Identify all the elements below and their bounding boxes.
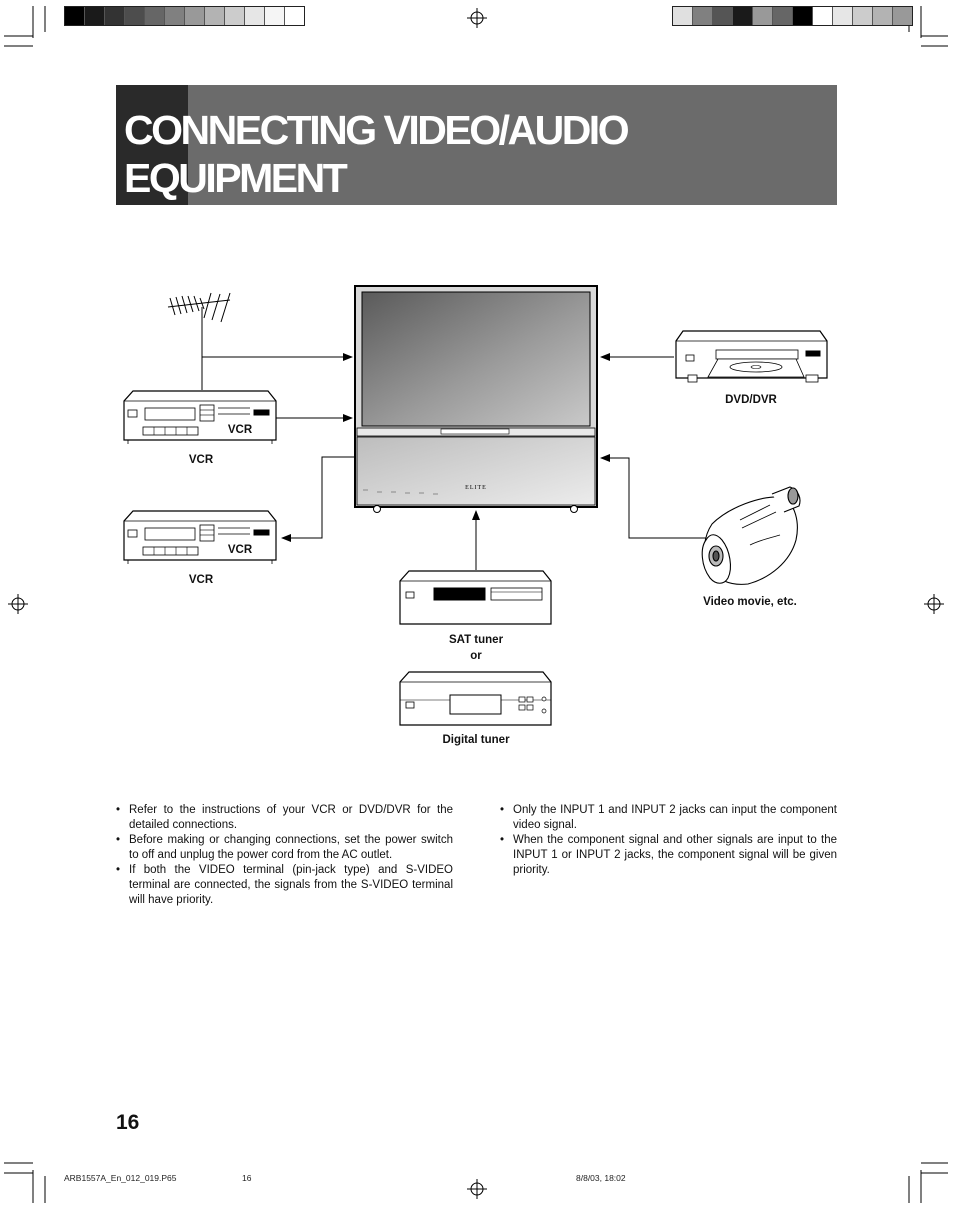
projection-tv <box>354 285 598 513</box>
camcorder-icon <box>701 486 801 585</box>
vcr-top <box>123 390 277 444</box>
note-item: Refer to the instructions of your VCR or… <box>116 803 453 833</box>
vcr-bottom <box>123 510 277 564</box>
calibration-swatch <box>893 7 912 25</box>
footer-filename: ARB1557A_En_012_019.P65 <box>64 1173 177 1183</box>
calibration-bar-right <box>672 6 913 26</box>
footer-date: 8/8/03, 18:02 <box>576 1173 626 1183</box>
calibration-swatch <box>165 7 185 25</box>
footer-page: 16 <box>242 1173 252 1183</box>
calibration-bar-left <box>64 6 305 26</box>
calibration-swatch <box>205 7 225 25</box>
page-title: CONNECTING VIDEO/AUDIO EQUIPMENT <box>124 107 630 201</box>
calibration-swatch <box>773 7 793 25</box>
notes-right: Only the INPUT 1 and INPUT 2 jacks can i… <box>500 803 837 878</box>
calibration-swatch <box>285 7 304 25</box>
tv-brand-logo: ELITE <box>465 485 487 491</box>
calibration-swatch <box>125 7 145 25</box>
digital-tuner-label: Digital tuner <box>442 734 510 746</box>
note-item: If both the VIDEO terminal (pin-jack typ… <box>116 863 453 908</box>
calibration-swatch <box>65 7 85 25</box>
calibration-swatch <box>225 7 245 25</box>
or-label: or <box>470 650 482 662</box>
video-movie-label: Video movie, etc. <box>703 596 797 608</box>
calibration-swatch <box>265 7 285 25</box>
dvd-label: DVD/DVR <box>725 394 777 406</box>
sat-tuner-label: SAT tuner <box>448 634 504 646</box>
note-item: Only the INPUT 1 and INPUT 2 jacks can i… <box>500 803 837 833</box>
title-banner <box>116 85 837 205</box>
calibration-swatch <box>733 7 753 25</box>
dvd-player <box>675 330 828 383</box>
calibration-swatch <box>105 7 125 25</box>
page-number: 16 <box>116 1111 140 1134</box>
calibration-swatch <box>873 7 893 25</box>
calibration-swatch <box>713 7 733 25</box>
calibration-swatch <box>673 7 693 25</box>
calibration-swatch <box>85 7 105 25</box>
digital-tuner <box>399 671 552 726</box>
calibration-swatch <box>813 7 833 25</box>
calibration-swatch <box>753 7 773 25</box>
calibration-swatch <box>793 7 813 25</box>
vcr-bottom-device-label: VCR <box>227 544 253 556</box>
title-banner-accent <box>116 85 188 205</box>
calibration-swatch <box>245 7 265 25</box>
calibration-swatch <box>853 7 873 25</box>
notes-left: Refer to the instructions of your VCR or… <box>116 803 453 908</box>
calibration-swatch <box>145 7 165 25</box>
sat-tuner <box>399 570 552 625</box>
antenna-icon <box>167 292 231 390</box>
vcr-bottom-label: VCR <box>188 574 214 586</box>
vcr-top-label: VCR <box>188 454 214 466</box>
note-item: When the component signal and other sign… <box>500 833 837 878</box>
calibration-swatch <box>693 7 713 25</box>
calibration-swatch <box>833 7 853 25</box>
registration-mark-icon <box>8 8 944 1199</box>
vcr-top-device-label: VCR <box>227 424 253 436</box>
calibration-swatch <box>185 7 205 25</box>
note-item: Before making or changing connections, s… <box>116 833 453 863</box>
